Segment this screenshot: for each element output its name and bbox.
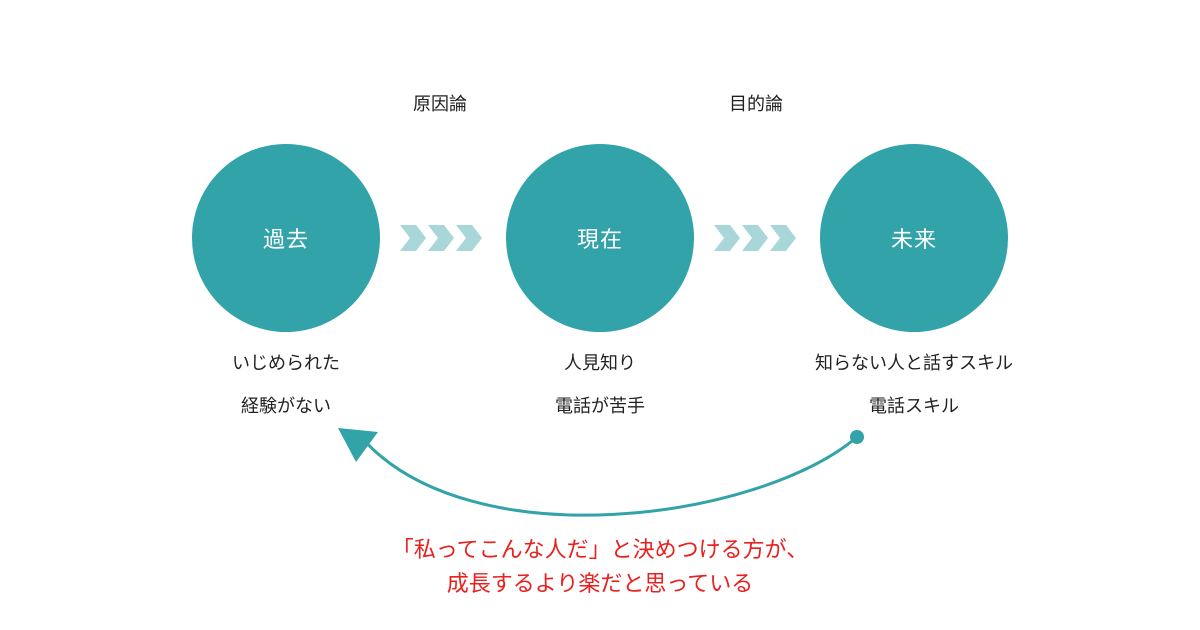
arrowhead-icon xyxy=(338,428,378,462)
chevron-icon xyxy=(428,225,454,251)
present-detail-2: 電話が苦手 xyxy=(555,396,645,417)
note-line-2: 成長するより楽だと思っている xyxy=(446,572,754,597)
purpose-theory-label: 目的論 xyxy=(729,94,783,115)
chevron-icon xyxy=(742,225,768,251)
arrow-start-dot xyxy=(850,430,864,444)
chevron-icon xyxy=(456,225,482,251)
past-label: 過去 xyxy=(262,228,309,253)
future-label: 未来 xyxy=(890,228,937,253)
chevron-icon xyxy=(400,225,426,251)
cause-theory-label: 原因論 xyxy=(413,94,467,115)
chevron-icon xyxy=(770,225,796,251)
past-circle: 過去 xyxy=(192,144,380,332)
present-detail-1: 人見知り xyxy=(564,353,636,374)
future-circle: 未来 xyxy=(820,144,1008,332)
return-arrow-curve xyxy=(360,435,858,517)
past-detail-2: 経験がない xyxy=(241,396,331,417)
present-label: 現在 xyxy=(576,228,623,253)
note-line-1: 「私ってこんな人だ」と決めつける方が、 xyxy=(391,538,809,563)
chevron-arrows-right xyxy=(714,225,796,251)
future-detail-1: 知らない人と話すスキル xyxy=(815,353,1013,374)
chevron-icon xyxy=(714,225,740,251)
chevron-arrows-left xyxy=(400,225,482,251)
past-detail-1: いじめられた xyxy=(232,353,340,374)
future-detail-2: 電話スキル xyxy=(869,396,959,417)
present-circle: 現在 xyxy=(506,144,694,332)
